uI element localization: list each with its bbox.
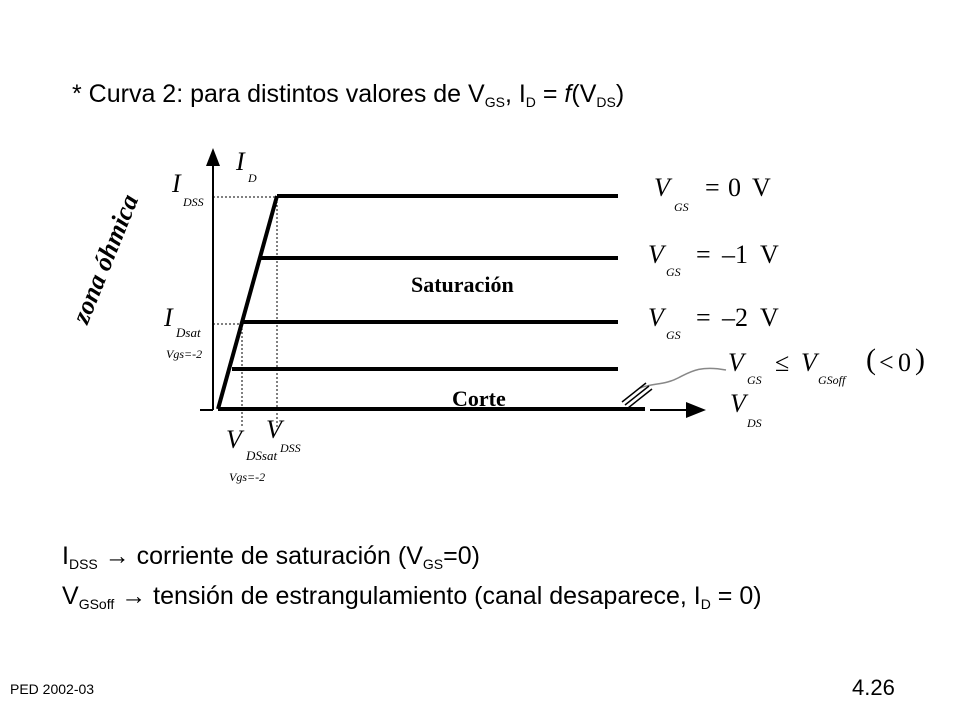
svg-text:≤: ≤	[775, 348, 789, 377]
svg-text:V: V	[648, 240, 667, 269]
slide-number: 4.26	[852, 675, 895, 700]
definitions: IDSS → corriente de saturación (VGS=0) V…	[62, 536, 762, 616]
svg-text:–1: –1	[721, 240, 748, 269]
curve-label-vgs-0: V GS = 0 V	[654, 173, 771, 214]
svg-text:V: V	[654, 173, 673, 202]
svg-text:GS: GS	[674, 200, 689, 214]
idss-label: IDSS	[171, 169, 204, 209]
y-axis-label: ID	[235, 147, 257, 185]
svg-text:0: 0	[728, 173, 741, 202]
svg-text:=: =	[696, 303, 711, 332]
svg-text:V: V	[760, 303, 779, 332]
svg-text:GS: GS	[666, 265, 681, 279]
curve-label-cutoff: V GS ≤ V GSoff ( < 0 )	[728, 343, 925, 387]
corte-label: Corte	[452, 386, 506, 411]
x-axis-label: VDS	[730, 389, 762, 430]
svg-text:0: 0	[898, 348, 911, 377]
svg-text:(: (	[866, 343, 876, 376]
svg-text:V: V	[760, 240, 779, 269]
footer-course: PED 2002-03	[10, 681, 95, 697]
svg-text:V: V	[752, 173, 771, 202]
vdssat-note: Vgs=-2	[229, 470, 265, 484]
svg-text:–2: –2	[721, 303, 748, 332]
slide-title: * Curva 2: para distintos valores de VGS…	[72, 80, 625, 110]
idsat-label: IDsat	[163, 303, 201, 340]
arrow-right-icon: →	[104, 542, 130, 570]
saturacion-label: Saturación	[411, 272, 514, 297]
definition-idss: IDSS → corriente de saturación (VGS=0)	[62, 542, 480, 572]
idsat-note: Vgs=-2	[166, 347, 202, 361]
x-axis-arrowhead	[686, 402, 706, 418]
svg-text:<: <	[879, 348, 894, 377]
svg-text:=: =	[696, 240, 711, 269]
arrow-right-icon: →	[121, 582, 147, 610]
ohmic-boundary	[216, 195, 279, 410]
svg-text:GSoff: GSoff	[818, 373, 847, 387]
zona-ohmica-label: zona óhmica	[66, 190, 144, 328]
curve-label-vgs-minus1: V GS = –1 V	[648, 240, 779, 279]
curve-label-vgs-minus2: V GS = –2 V	[648, 303, 779, 342]
svg-text:=: =	[705, 173, 720, 202]
svg-text:V: V	[801, 348, 820, 377]
cutoff-pointer-tip	[621, 382, 653, 409]
svg-text:V: V	[728, 348, 747, 377]
y-axis-arrowhead	[206, 148, 220, 166]
svg-text:GS: GS	[666, 328, 681, 342]
svg-text:): )	[915, 343, 925, 376]
cutoff-pointer	[639, 367, 727, 389]
svg-text:GS: GS	[747, 373, 762, 387]
svg-text:V: V	[648, 303, 667, 332]
definition-vgsoff: VGSoff → tensión de estrangulamiento (ca…	[62, 582, 762, 612]
vdssat-label: VDSsat	[226, 425, 277, 463]
